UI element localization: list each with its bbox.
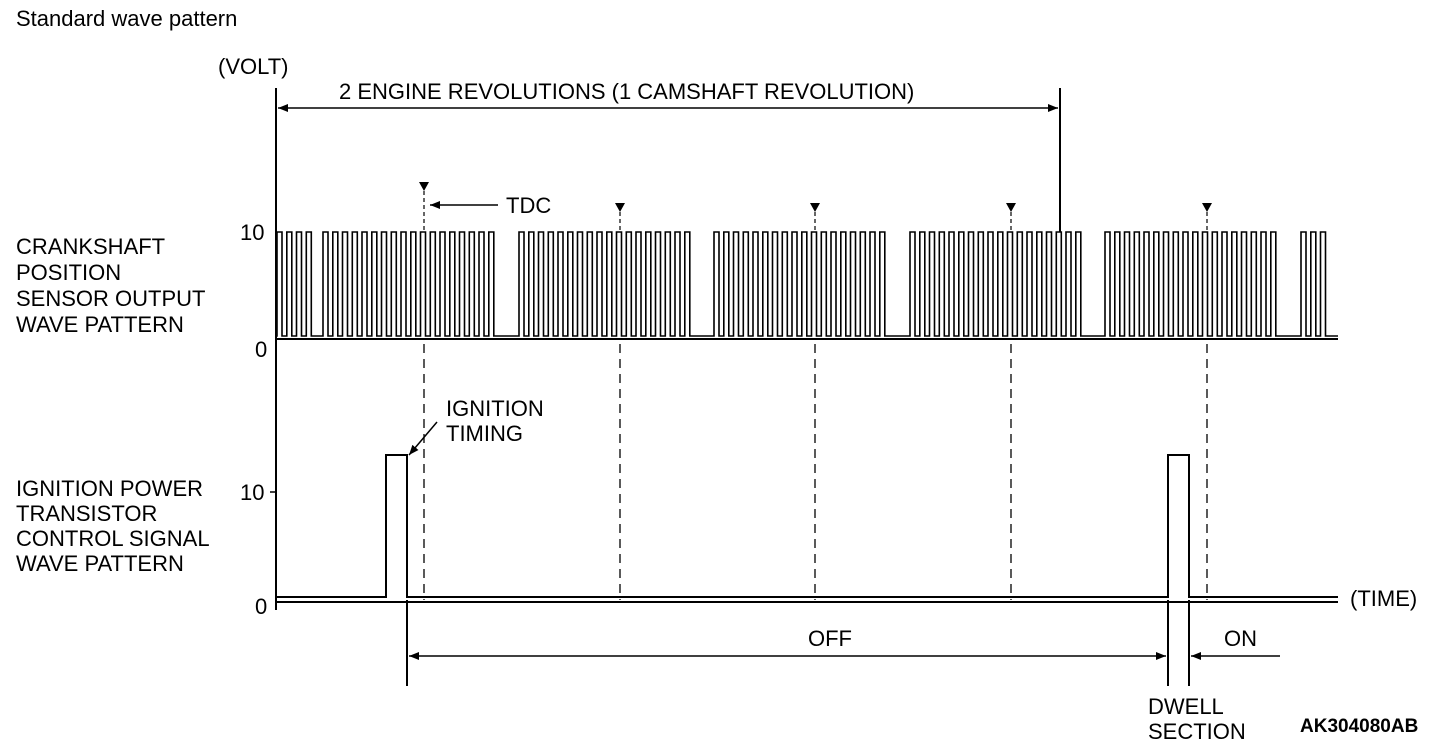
tdc-marker-triangle [810, 203, 820, 212]
ignition-timing-label-1: IGNITION [446, 396, 544, 421]
svg-text:POSITION: POSITION [16, 260, 121, 285]
svg-text:WAVE PATTERN: WAVE PATTERN [16, 551, 184, 576]
ignition-timing-label-2: TIMING [446, 421, 523, 446]
tdc-label: TDC [506, 193, 551, 218]
on-label: ON [1224, 626, 1257, 651]
tdc-markers [419, 182, 1212, 600]
y-unit-label: (VOLT) [218, 54, 288, 79]
tdc-marker-triangle [615, 203, 625, 212]
tdc-marker-triangle [1202, 203, 1212, 212]
tdc-marker-triangle [1006, 203, 1016, 212]
diagram-title: Standard wave pattern [16, 6, 237, 31]
svg-text:IGNITION POWER: IGNITION POWER [16, 476, 203, 501]
tdc-marker-triangle [419, 182, 429, 191]
svg-text:CRANKSHAFT: CRANKSHAFT [16, 234, 165, 259]
ignition-tick-0: 0 [255, 594, 267, 619]
svg-text:TRANSISTOR: TRANSISTOR [16, 501, 157, 526]
svg-text:SENSOR OUTPUT: SENSOR OUTPUT [16, 286, 205, 311]
svg-text:WAVE PATTERN: WAVE PATTERN [16, 312, 184, 337]
crank-tick-10: 10 [240, 220, 264, 245]
ignition-timing-pointer [408, 421, 438, 456]
ignition-tick-10: 10 [240, 480, 264, 505]
dwell-label-1: DWELL [1148, 694, 1224, 719]
crank-signal-label: CRANKSHAFT POSITION SENSOR OUTPUT WAVE P… [16, 234, 205, 337]
revolution-label: 2 ENGINE REVOLUTIONS (1 CAMSHAFT REVOLUT… [339, 79, 914, 104]
crank-tick-0: 0 [255, 337, 267, 362]
x-unit-label: (TIME) [1350, 586, 1417, 611]
dwell-label-2: SECTION [1148, 719, 1246, 744]
off-label: OFF [808, 626, 852, 651]
figure-code: AK304080AB [1300, 716, 1418, 737]
ignition-waveform [276, 454, 1338, 598]
crank-pulse-train [276, 231, 1338, 337]
ignition-signal-label: IGNITION POWER TRANSISTOR CONTROL SIGNAL… [16, 476, 210, 576]
svg-text:CONTROL SIGNAL: CONTROL SIGNAL [16, 526, 210, 551]
